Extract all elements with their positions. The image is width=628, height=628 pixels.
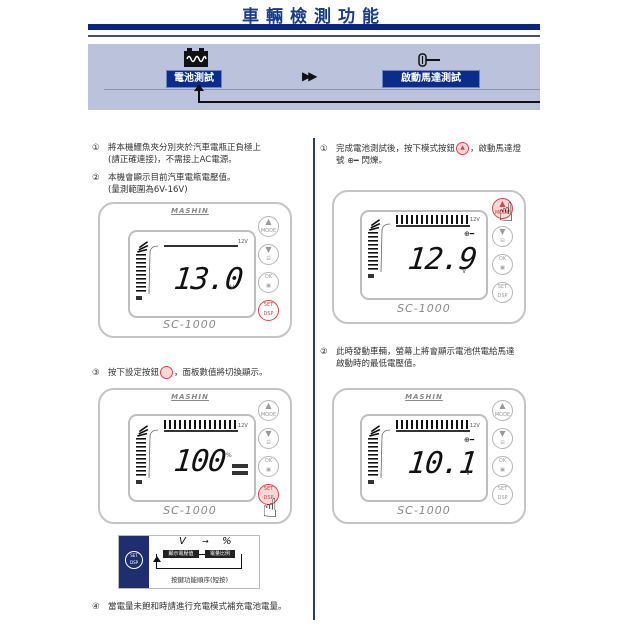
mode-up-button[interactable]: ▲MODE: [492, 400, 513, 421]
legend-loop-arrow-icon: [153, 556, 161, 562]
down-button[interactable]: ▼⊟: [258, 244, 279, 265]
legend-loop-bottom: [156, 568, 242, 569]
page-title: 車輛檢測功能: [242, 7, 386, 27]
play-arrows-icon: ▶▶: [302, 69, 318, 83]
voltage-label: 12V: [470, 217, 480, 223]
top-segment-bars: [396, 215, 470, 224]
starter-key-icon: ⊕━: [464, 436, 475, 444]
set-button-icon: [160, 366, 174, 379]
ok-button[interactable]: OK▣: [258, 272, 279, 293]
mode-up-button[interactable]: ▲MODE: [258, 216, 279, 237]
pointing-hand-icon: ☝: [262, 494, 278, 524]
brand-logo: MASHIN: [405, 393, 443, 401]
brand-logo: MASHIN: [171, 207, 209, 215]
brand-logo: MASHIN: [171, 393, 209, 401]
battery-level-gauge: [134, 422, 164, 486]
legend-percent-label: %: [222, 536, 232, 547]
legend-arrow: →: [202, 537, 209, 546]
battery-level-gauge: [134, 238, 164, 302]
unit-label: %: [226, 452, 232, 459]
mode-button-icon: ▲: [456, 142, 470, 155]
top-scale-line: [396, 225, 470, 227]
top-segment-bars: [164, 420, 238, 429]
mode-up-button[interactable]: ▲MODE: [258, 400, 279, 421]
lcd-screen: 12V 100 %: [128, 414, 256, 502]
voltage-reading: 13.0: [172, 262, 245, 297]
return-arrow-icon: [194, 84, 204, 91]
voltage-label: 12V: [238, 423, 248, 429]
device-battery-voltage: MASHIN: [98, 202, 292, 338]
model-label: SC-1000: [163, 504, 217, 517]
legend-loop-right: [241, 554, 242, 568]
voltage-reading: 12.9: [406, 242, 479, 277]
ok-button[interactable]: OK▣: [258, 456, 279, 477]
top-scale-line: [164, 430, 238, 432]
column-divider: [313, 138, 315, 620]
legend-connector: [199, 554, 205, 555]
ok-button[interactable]: OK▣: [492, 254, 513, 275]
top-scale-line: [396, 430, 470, 432]
device-min-cranking-voltage: MASHIN 12V ⊕━ 10.1 V: [332, 388, 526, 524]
lcd-screen: 12V 13.0 V: [128, 230, 256, 318]
header-blue-bar: [88, 24, 540, 30]
down-button[interactable]: ▼⊟: [258, 428, 279, 449]
device-battery-percent: MASHIN 12V 100 %: [98, 388, 292, 524]
battery-level-gauge: [366, 216, 396, 280]
header-gray-line: [88, 35, 540, 37]
battery-icon: [183, 48, 209, 68]
return-line-vertical: [198, 89, 200, 103]
charging-icon: [232, 471, 248, 475]
model-label: SC-1000: [397, 302, 451, 315]
key-icon: [418, 52, 442, 67]
model-label: SC-1000: [397, 504, 451, 517]
voltage-label: 12V: [238, 239, 248, 245]
starter-key-icon: ⊕━: [464, 230, 475, 238]
lcd-screen: 12V ⊕━ 12.9 V: [360, 210, 488, 300]
percent-reading: 100: [172, 444, 228, 479]
legend-chip-percent: 電量比例: [205, 550, 235, 558]
unit-label: V: [466, 470, 471, 477]
down-button[interactable]: ▼⊟: [492, 226, 513, 247]
battery-level-gauge: [366, 422, 396, 486]
ok-button[interactable]: OK▣: [492, 456, 513, 477]
lcd-screen: 12V ⊕━ 10.1 V: [360, 414, 488, 502]
legend-caption: 按鍵功能順序(短按): [171, 576, 229, 584]
unit-label: V: [462, 268, 467, 275]
flow-band-line: [104, 89, 540, 90]
indicator-icon: [232, 464, 248, 468]
model-label: SC-1000: [163, 318, 217, 331]
unit-label: V: [230, 284, 235, 291]
mode-up-button[interactable]: ▲MODE: [492, 198, 513, 219]
legend-v-label: V: [179, 536, 186, 547]
pointing-hand-icon: ☝: [498, 198, 514, 228]
return-line-horizontal: [198, 101, 540, 103]
top-segment-bars: [396, 420, 470, 429]
voltage-label: 12V: [470, 423, 480, 429]
legend-chip-voltage: 顯示電壓值: [163, 550, 199, 558]
down-button[interactable]: ▼⊟: [492, 428, 513, 449]
starter-test-tag: 啟動馬達測試: [382, 70, 480, 88]
top-scale-line: [164, 245, 238, 247]
key-icon: ⊕━: [347, 156, 359, 165]
